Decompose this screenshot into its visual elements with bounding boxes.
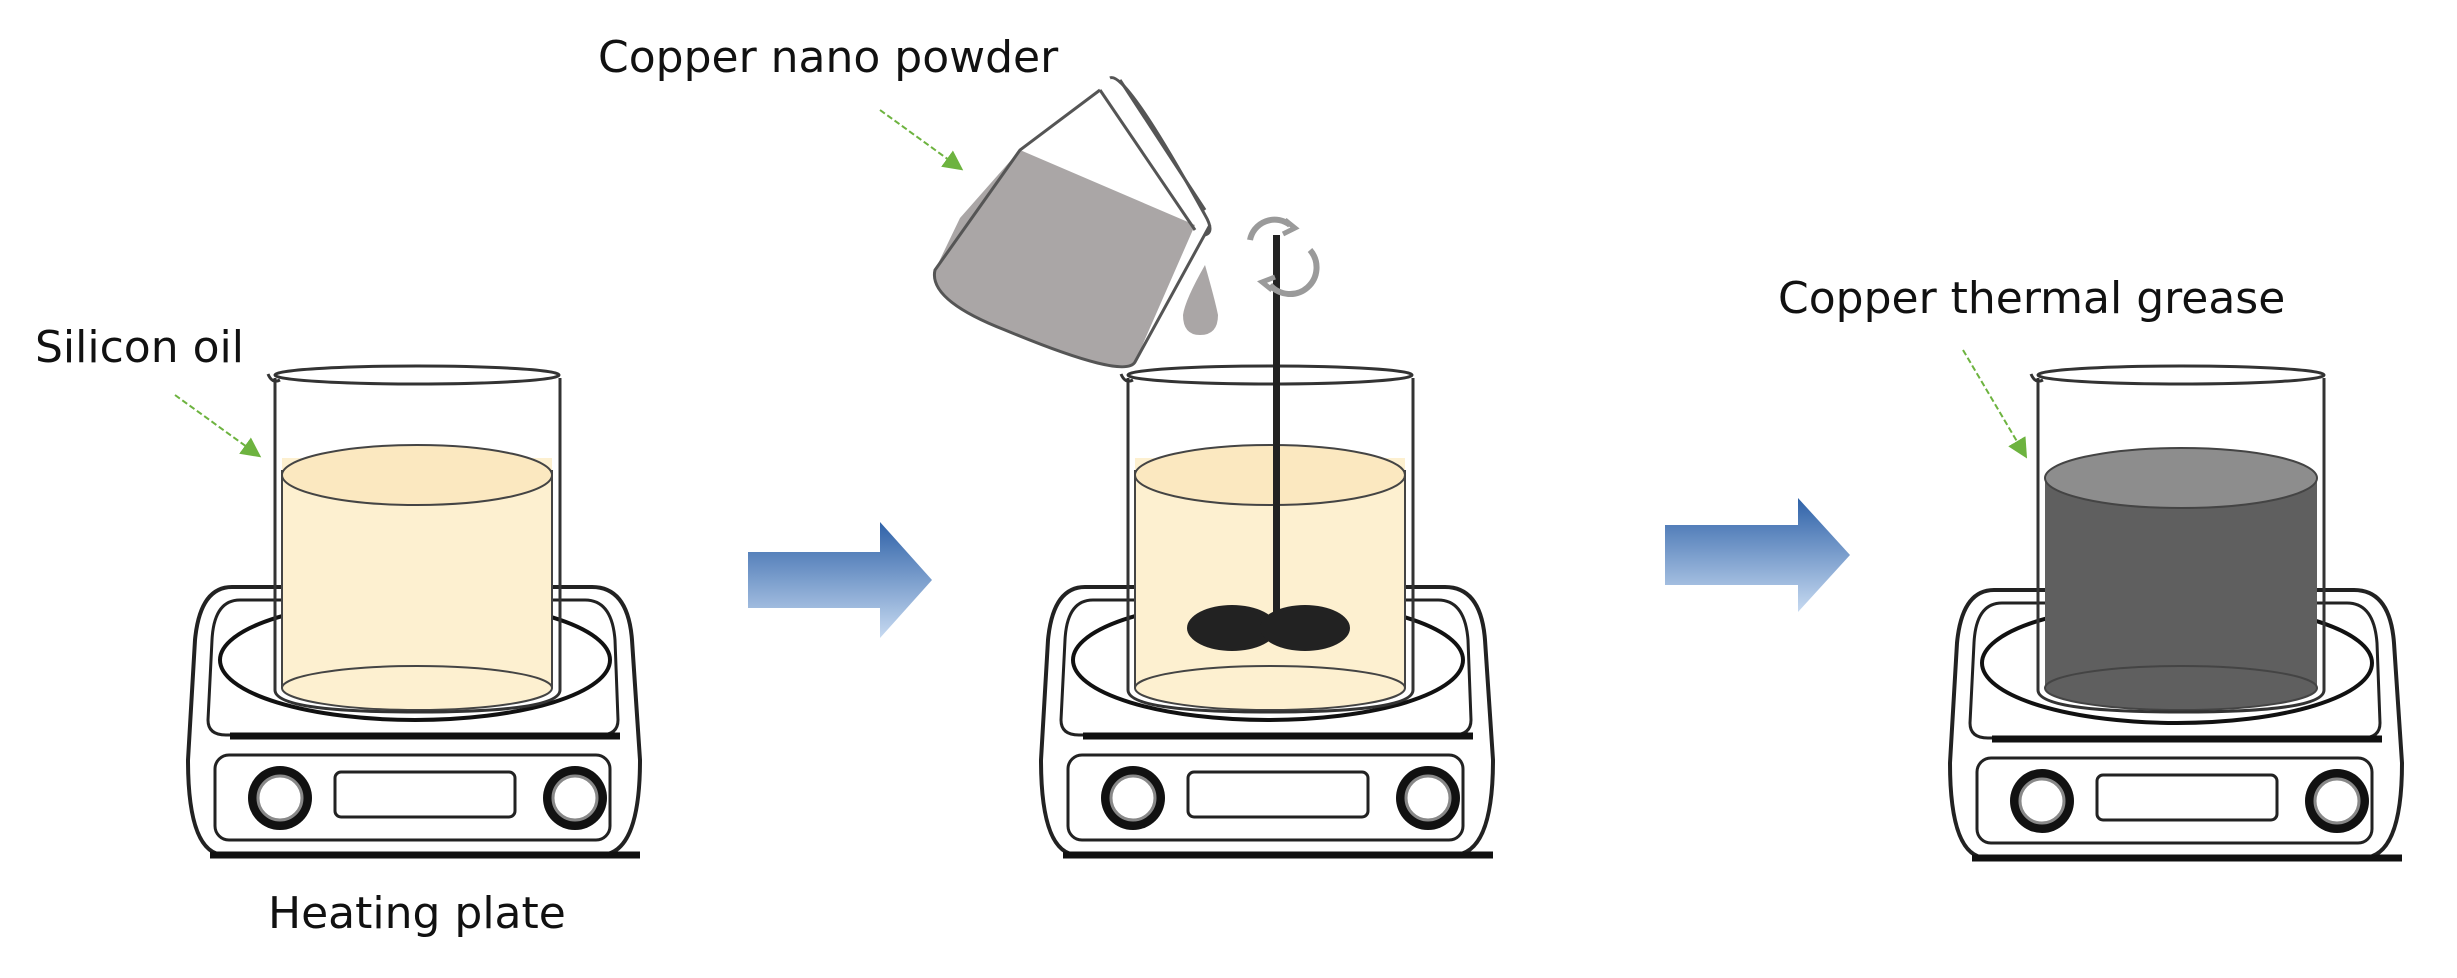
stirrer-blade-right xyxy=(1260,605,1350,651)
beaker-copper-grease xyxy=(2029,364,2326,714)
label-copper-nano-powder: Copper nano powder xyxy=(598,32,1059,83)
beaker-mixing xyxy=(1119,235,1415,714)
pointer-arrow-silicon-oil xyxy=(174,394,262,458)
label-silicon-oil: Silicon oil xyxy=(35,322,244,373)
beaker-silicon-oil xyxy=(266,364,562,714)
oil-surface xyxy=(281,444,553,506)
pointer-arrow-copper-grease xyxy=(1962,349,2028,459)
stirrer-blade-left xyxy=(1187,605,1277,651)
flow-arrow-2 xyxy=(1665,498,1850,612)
label-heating-plate: Heating plate xyxy=(268,888,566,939)
flow-arrow-1 xyxy=(748,522,932,638)
pointer-arrow-copper-powder xyxy=(879,109,964,171)
stirrer-rod xyxy=(1273,235,1280,620)
label-copper-thermal-grease: Copper thermal grease xyxy=(1778,273,2285,324)
rotation-icon xyxy=(1247,216,1320,298)
powder-droplet xyxy=(1183,265,1218,335)
pouring-beaker xyxy=(932,76,1212,369)
display-window xyxy=(333,770,517,819)
grease-surface xyxy=(2044,447,2318,509)
